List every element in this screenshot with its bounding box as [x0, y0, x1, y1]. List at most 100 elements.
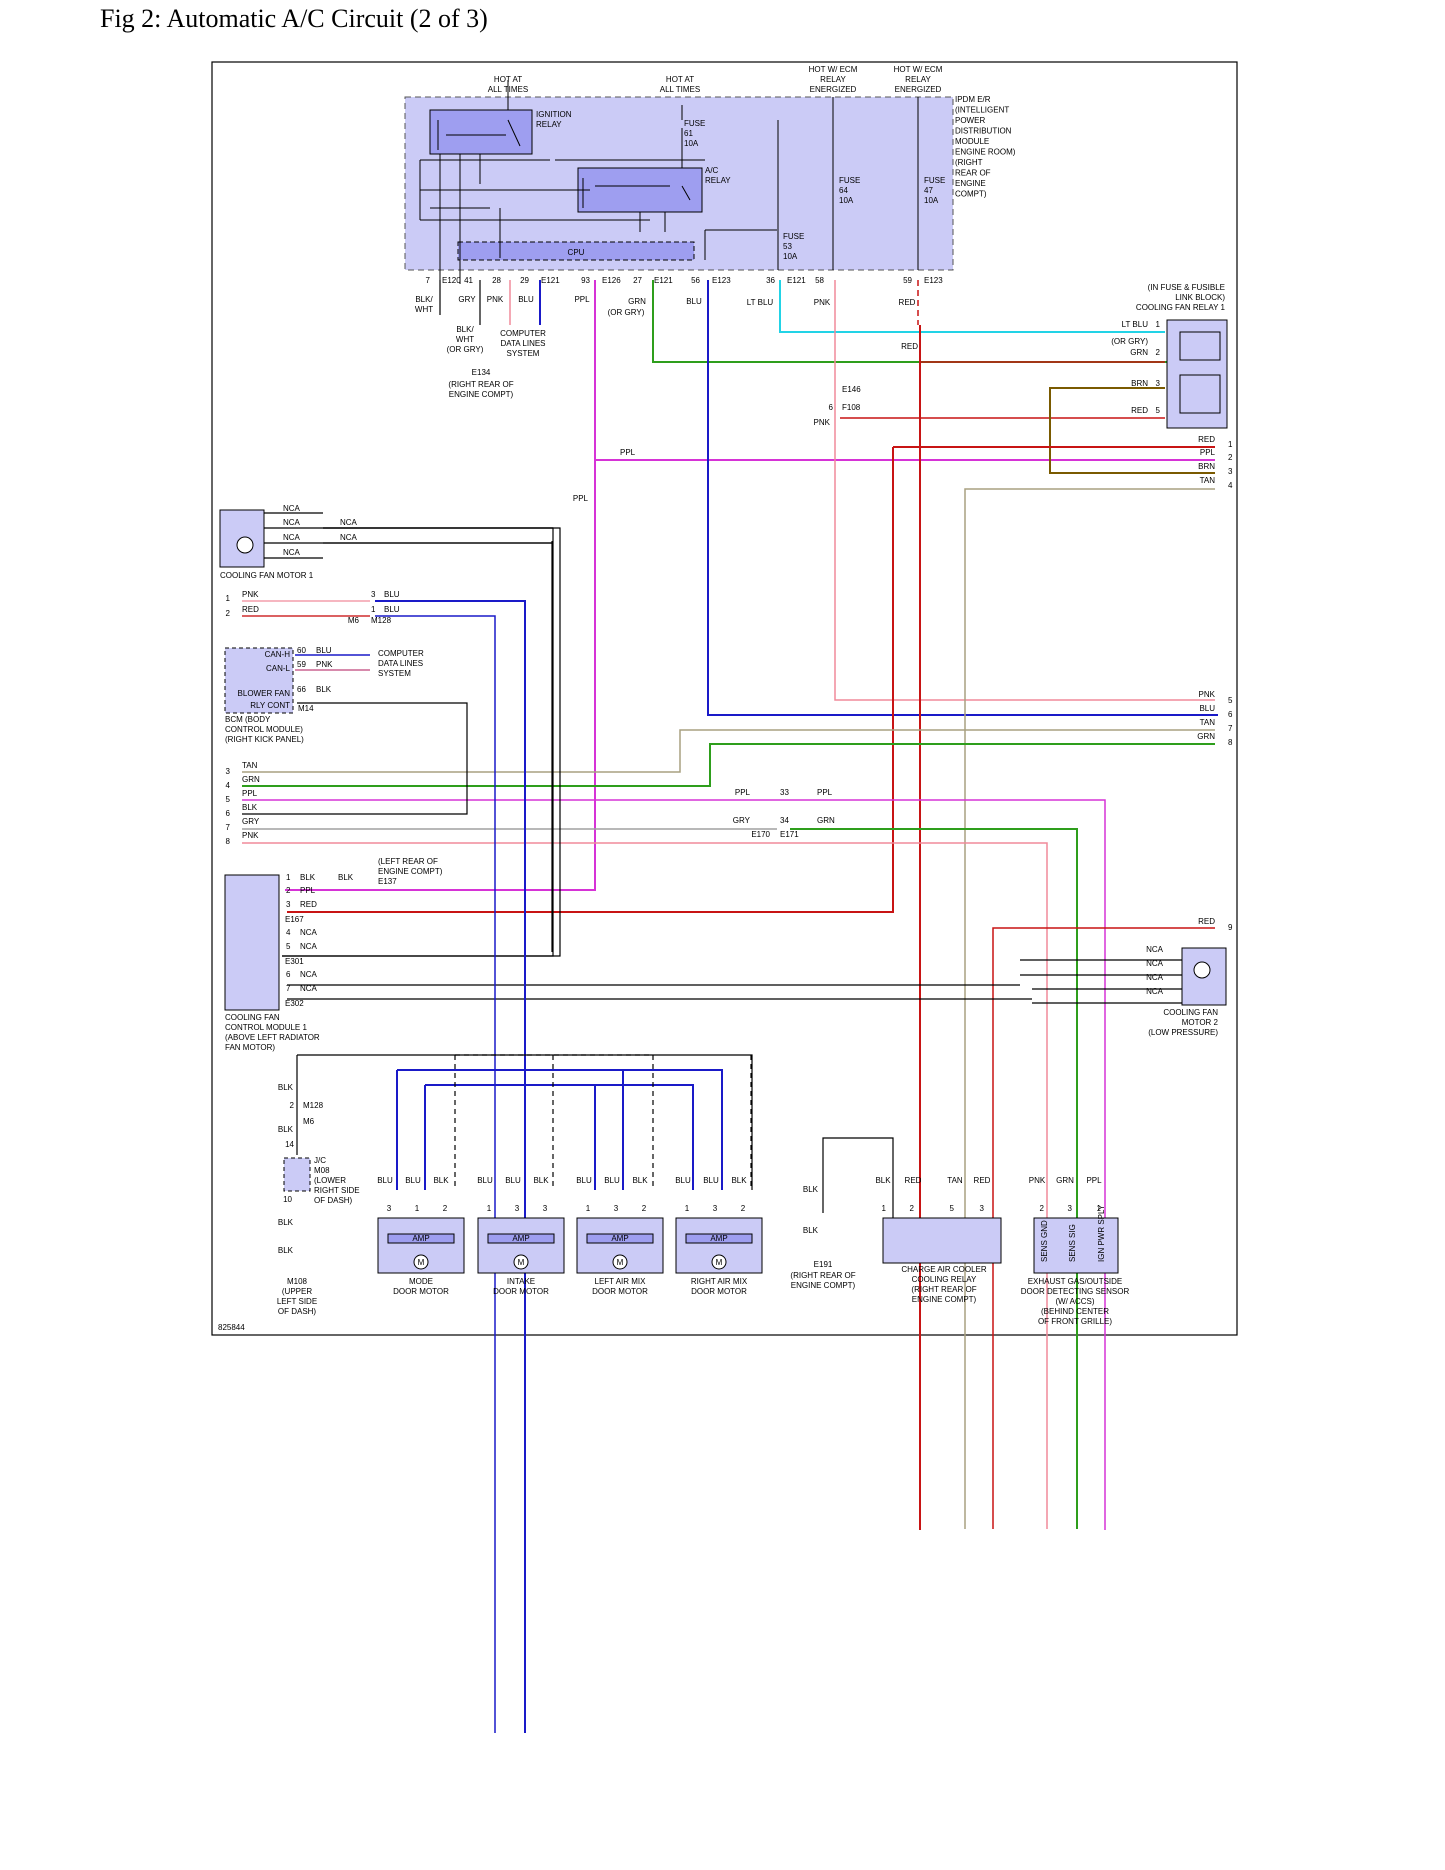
e191-id: E191 [814, 1260, 833, 1269]
ipdm-pin-number: 7 [426, 276, 431, 285]
diagram-frame [211, 61, 1238, 1336]
bcm-pin: 59 [297, 660, 306, 669]
jc-blk: BLK [278, 1125, 294, 1134]
fan-ctrl-wire: NCA [300, 970, 318, 979]
fan-ctrl-wire: PPL [300, 886, 316, 895]
ipdm-name-line: REAR OF [955, 169, 991, 178]
amp-label: AMP [512, 1234, 529, 1243]
fan-relay-1-wire: GRN [1130, 348, 1148, 357]
ipdm-wire-color: (OR GRY) [608, 308, 645, 317]
door-motor-internals [387, 1233, 753, 1270]
m128-conn: M128 [371, 616, 392, 625]
fan-ctrl-pin: 4 [286, 928, 291, 937]
door-motor-wire: BLK [433, 1176, 449, 1185]
bcm-wire: PNK [316, 660, 333, 669]
ipdm-connector: E121 [654, 276, 673, 285]
jc-pin: 14 [285, 1140, 294, 1149]
fan-relay-1-label-line: COOLING FAN RELAY 1 [1136, 303, 1226, 312]
ipdm-pin-number: 36 [766, 276, 775, 285]
door-motor-pin: 3 [614, 1204, 619, 1213]
ignition-relay-label-line: IGNITION [536, 110, 572, 119]
right-bus-mid-wire: BLU [1199, 704, 1215, 713]
motor-icon [612, 1254, 628, 1270]
fan-motor-1-label: COOLING FAN MOTOR 1 [220, 571, 314, 580]
hot-ecm-relay-2-line: HOT W/ ECM [894, 65, 943, 74]
left-bus-pin: 4 [226, 781, 231, 790]
right-bus-mid-pin: 7 [1228, 724, 1233, 733]
e170-wire2-b: GRN [817, 816, 835, 825]
fan-relay-1-pin: 5 [1156, 406, 1161, 415]
fan-relay-1-label-line: LINK BLOCK) [1175, 293, 1225, 302]
left-bus-pin: 7 [226, 823, 231, 832]
cpu-label: CPU [568, 248, 585, 257]
ipdm-name-line: MODULE [955, 137, 989, 146]
fuse-64-label-line: FUSE [839, 176, 860, 185]
ipdm-wire-color: GRY [458, 295, 476, 304]
door-motor-wire: BLK [731, 1176, 747, 1185]
fuse-47-label-line: 10A [924, 196, 939, 205]
right-bus-mid-pin: 8 [1228, 738, 1233, 747]
fan-motor-1-nca: NCA [283, 533, 301, 542]
fuse-61-label-line: 61 [684, 129, 693, 138]
motor-icon-letter: M [518, 1258, 525, 1267]
fan-ctrl-pin: 1 [286, 873, 291, 882]
left-bus-wire: BLK [242, 803, 258, 812]
door-motor-pin: 1 [586, 1204, 591, 1213]
m6-pin2: 1 [371, 605, 376, 614]
e170-wire2: GRY [733, 816, 751, 825]
ipdm-connector: E121 [787, 276, 806, 285]
amp-block [487, 1233, 555, 1244]
fuse-64-label-line: 10A [839, 196, 854, 205]
hot-ecm-relay-2-line: RELAY [905, 75, 931, 84]
red-wire-mid: RED [901, 342, 918, 351]
fan-motor-2-name-line: (LOW PRESSURE) [1148, 1028, 1218, 1037]
cac-pin: 1 [882, 1204, 887, 1213]
fuse-47-label-line: FUSE [924, 176, 945, 185]
fuse-53-label-line: FUSE [783, 232, 804, 241]
cac-name-line: CHARGE AIR COOLER [901, 1265, 987, 1274]
left-bus-pin: 3 [226, 767, 231, 776]
left-bus-pin: 5 [226, 795, 231, 804]
bcm-name-line: CONTROL MODULE) [225, 725, 303, 734]
ipdm-pin-number: 93 [581, 276, 590, 285]
jc-conn: M128 [303, 1101, 324, 1110]
motor-icon-letter: M [418, 1258, 425, 1267]
ipdm-wire-color: GRN [628, 297, 646, 306]
amp-block [387, 1233, 455, 1244]
exhaust-pin: 3 [1068, 1204, 1073, 1213]
door-motor-pin: 2 [741, 1204, 746, 1213]
ipdm-wire-color: BLU [518, 295, 534, 304]
door-motor-pin: 2 [642, 1204, 647, 1213]
e134-wire-line: WHT [456, 335, 474, 344]
ipdm-name-line: IPDM E/R [955, 95, 991, 104]
door-motor-name-line: DOOR MOTOR [393, 1287, 449, 1296]
charge-air-cooler-relay [882, 1217, 1002, 1264]
ipdm-name-line: POWER [955, 116, 985, 125]
exhaust-name-line: OF FRONT GRILLE) [1038, 1317, 1112, 1326]
exhaust-terminal: SENS SIG [1068, 1224, 1077, 1262]
fan-motor-1-nca: NCA [283, 518, 301, 527]
e191-location-line: ENGINE COMPT) [791, 1281, 856, 1290]
right-bus-pin: 1 [1228, 440, 1233, 449]
figure-id: 825844 [218, 1323, 245, 1332]
exhaust-pin: 2 [1040, 1204, 1045, 1213]
ipdm-wire-color: PNK [814, 298, 831, 307]
e170-wire: PPL [735, 788, 751, 797]
door-motor-pin: 1 [685, 1204, 690, 1213]
jc-blk: BLK [278, 1246, 294, 1255]
exhaust-name-line: (BEHIND CENTER [1041, 1307, 1109, 1316]
e191-location-line: (RIGHT REAR OF [790, 1271, 855, 1280]
door-motor-pin: 1 [487, 1204, 492, 1213]
ipdm-name-line: ENGINE [955, 179, 986, 188]
m6-pin: 1 [226, 594, 231, 603]
computer-data-lines-2-line: DATA LINES [378, 659, 423, 668]
fan-ctrl-name-line: CONTROL MODULE 1 [225, 1023, 307, 1032]
cac-name-line: COOLING RELAY [912, 1275, 977, 1284]
fan-ctrl-pin: 6 [286, 970, 291, 979]
fan-motor-2-nca: NCA [1146, 973, 1164, 982]
door-motor-name-line: RIGHT AIR MIX [691, 1277, 748, 1286]
door-motor-name-line: LEFT AIR MIX [595, 1277, 647, 1286]
labels: BLK/WHT(OR GRY)E134(RIGHT REAR OFENGINE … [220, 283, 1233, 1326]
e171-conn: E171 [780, 830, 799, 839]
